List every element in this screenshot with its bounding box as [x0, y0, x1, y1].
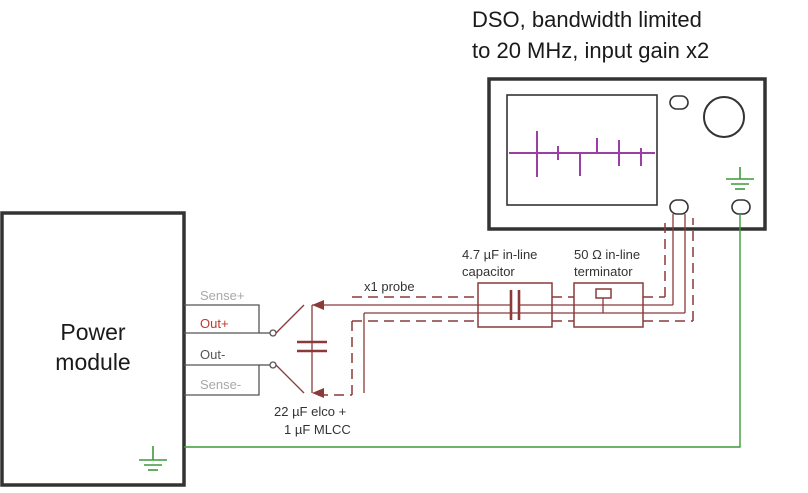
power-module-label-line2: module: [55, 349, 130, 375]
dso-input-connector[interactable]: [669, 199, 689, 215]
dso-knob-large[interactable]: [703, 96, 745, 138]
dso-ground-connector[interactable]: [731, 199, 751, 215]
terminator-label-line1: 50 Ω in-line: [574, 247, 640, 262]
dso-trace: [509, 131, 655, 177]
ground-icon: [139, 446, 167, 471]
dso-knob-small[interactable]: [669, 95, 689, 110]
probe-shield-dashed: [318, 218, 694, 396]
module-wiring: [184, 304, 270, 396]
capacitor-label-line2: capacitor: [462, 264, 515, 279]
pin-label-out-plus: Out+: [200, 316, 229, 331]
pin-label-out-minus: Out-: [200, 347, 225, 362]
probe-wiring: [275, 214, 686, 394]
capacitor-icon: [297, 340, 327, 353]
terminal-out-minus[interactable]: [269, 361, 277, 369]
capacitor-icon: [509, 290, 521, 320]
capacitor-label-line1: 4.7 µF in-line: [462, 247, 537, 262]
terminator-label-line2: terminator: [574, 264, 633, 279]
dso-title-line2: to 20 MHz, input gain x2: [472, 38, 709, 63]
pin-label-sense-minus: Sense-: [200, 377, 241, 392]
resistor-icon: [595, 288, 612, 299]
ground-wire: [184, 214, 741, 448]
pin-label-sense-plus: Sense+: [200, 288, 244, 303]
power-module-label-line1: Power: [60, 319, 126, 345]
inline-capacitor: [477, 282, 553, 328]
decoupling-label-line2: 1 µF MLCC: [284, 422, 351, 437]
dso-title-line1: DSO, bandwidth limited: [472, 7, 702, 32]
decoupling-label-line1: 22 µF elco +: [274, 404, 346, 419]
ground-icon: [726, 167, 754, 190]
probe-tip-icon: [312, 300, 324, 310]
dso-oscilloscope: [487, 77, 767, 231]
inline-terminator: [573, 282, 644, 328]
probe-ground-tip-icon: [312, 388, 324, 398]
power-module: Power module: [0, 211, 186, 487]
terminal-out-plus[interactable]: [269, 329, 277, 337]
probe-label: x1 probe: [364, 279, 415, 294]
dso-screen: [506, 94, 658, 206]
